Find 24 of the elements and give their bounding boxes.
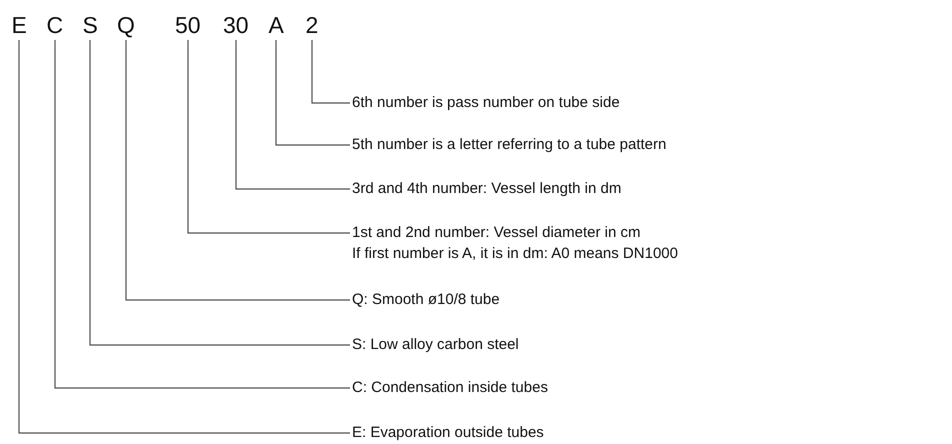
code-character: 50 xyxy=(175,12,201,38)
code-character: 2 xyxy=(306,12,318,38)
leader-line xyxy=(235,40,350,190)
code-character: 30 xyxy=(223,12,249,38)
code-character: A xyxy=(268,12,284,38)
leader-line xyxy=(18,40,350,434)
leader-line xyxy=(125,40,350,301)
code-character: Q xyxy=(117,12,135,38)
description-text: 3rd and 4th number: Vessel length in dm xyxy=(352,178,622,199)
description-text: Q: Smooth ø10/8 tube xyxy=(352,289,500,310)
description-text: 1st and 2nd number: Vessel diameter in cm If first number is A, it is in dm: A0 means DN1000 xyxy=(352,222,678,264)
description-text: 6th number is pass number on tube side xyxy=(352,92,620,113)
code-character: C xyxy=(46,12,64,38)
leader-line xyxy=(311,40,350,104)
description-text: S: Low alloy carbon steel xyxy=(352,334,519,355)
leader-line xyxy=(54,40,350,389)
code-character: E xyxy=(12,12,27,38)
description-text: C: Condensation inside tubes xyxy=(352,377,548,398)
description-text: 5th number is a letter referring to a tube pattern xyxy=(352,134,666,155)
leader-line xyxy=(275,40,350,146)
leader-line xyxy=(187,40,350,234)
code-character: S xyxy=(82,12,98,38)
leader-line xyxy=(89,40,350,346)
description-text: E: Evaporation outside tubes xyxy=(352,422,544,443)
